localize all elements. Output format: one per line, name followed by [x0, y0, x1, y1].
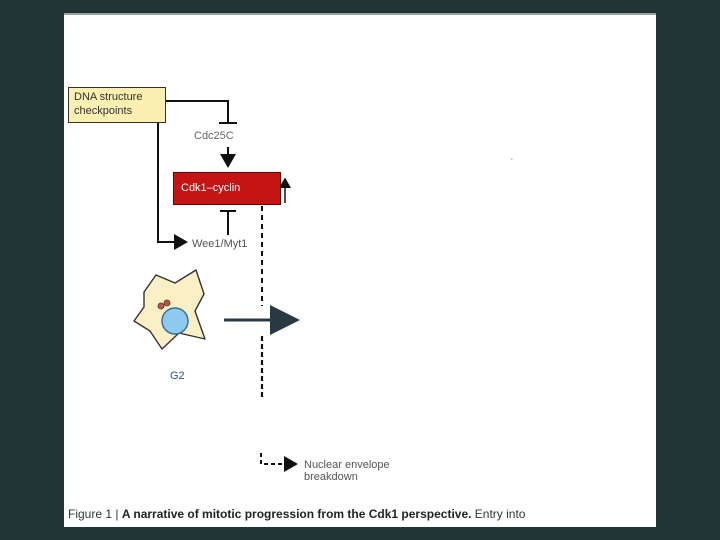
- top-divider: [64, 13, 656, 15]
- nucleus-icon: [161, 307, 189, 335]
- stray-mark: ‘: [511, 157, 513, 166]
- slide-canvas: DNA structure checkpoints Cdc25C Cdk1–cy…: [64, 13, 656, 527]
- caption-title: A narrative of mitotic progression from …: [121, 507, 472, 521]
- pathway-diagram: [133, 100, 300, 472]
- cdc25c-label: Cdc25C: [194, 130, 234, 142]
- dna-checkpoint-box: DNA structure checkpoints: [68, 87, 166, 123]
- centrosome-icon: [163, 299, 171, 307]
- checkpoint-activates-wee1-line: [157, 123, 188, 250]
- caption-prefix: Figure 1 |: [68, 507, 122, 521]
- nuclear-envelope-line1: Nuclear envelope: [304, 459, 390, 471]
- centrosome-icon: [157, 302, 165, 310]
- nuclear-envelope-label: Nuclear envelope breakdown: [304, 459, 424, 483]
- checkpoint-label-line2: checkpoints: [74, 105, 133, 117]
- wee1-myt1-label: Wee1/Myt1: [192, 238, 248, 250]
- caption-suffix: Entry into: [471, 507, 526, 521]
- nuclear-envelope-line2: breakdown: [304, 471, 358, 483]
- cdk1-cyclin-box: Cdk1–cyclin: [173, 172, 281, 205]
- cdk1-cyclin-label: Cdk1–cyclin: [181, 182, 241, 194]
- nuclear-envelope-legend-line: [260, 453, 298, 472]
- g2-phase-label: G2: [170, 370, 185, 382]
- checkpoint-label-line1: DNA structure: [74, 91, 143, 103]
- checkpoint-inhibits-cdc25c-line: [166, 100, 229, 123]
- figure-caption: Figure 1 | A narrative of mitotic progre…: [68, 507, 525, 521]
